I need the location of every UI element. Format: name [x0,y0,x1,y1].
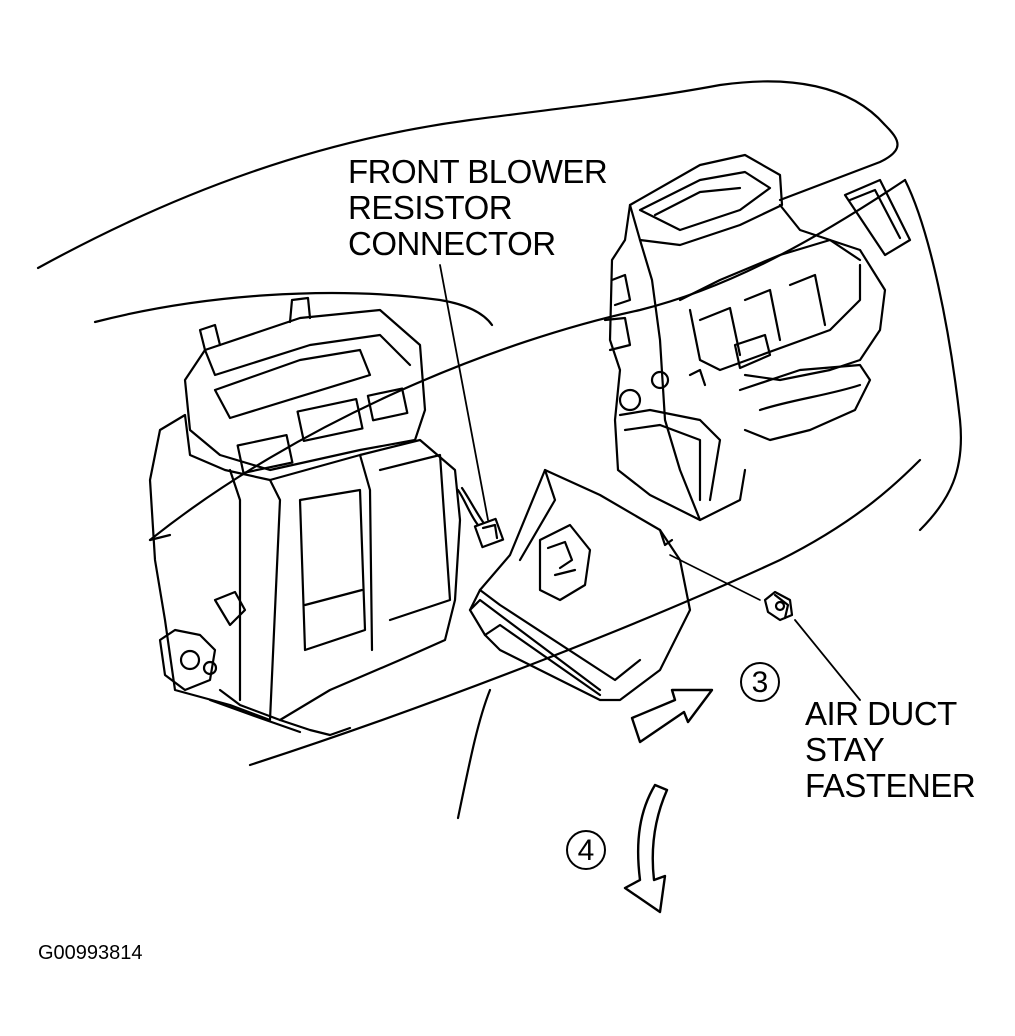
air-duct-fastener-label-line-3: FASTENER [805,767,976,804]
air-duct [468,468,692,702]
heater-unit [148,296,462,737]
step-3-badge: 3 [740,662,780,702]
air-duct-fastener-label-line-2: STAY [805,731,885,768]
blower-connector-label: FRONT BLOWER RESISTOR CONNECTOR [348,153,608,262]
air-duct-stay-fastener [669,554,794,622]
straight-arrow-icon [630,688,714,744]
air-duct-fastener-label-line-1: AIR DUCT [805,695,957,732]
blower-connector-label-line-2: RESISTOR [348,189,513,226]
step-4-badge: 4 [566,830,606,870]
blower-connector-label-line-3: CONNECTOR [348,225,556,262]
fastener-leader-line [794,619,861,701]
blower-resistor-connector [456,486,505,549]
curved-arrow-down-icon [623,783,669,914]
blower-unit [603,153,887,522]
side-vent [843,178,912,257]
connector-leader-line [439,264,489,521]
figure-id: G00993814 [38,942,143,964]
blower-connector-label-line-1: FRONT BLOWER [348,153,608,190]
air-duct-fastener-label: AIR DUCT STAY FASTENER [805,695,976,804]
dashboard-outline [36,80,962,820]
